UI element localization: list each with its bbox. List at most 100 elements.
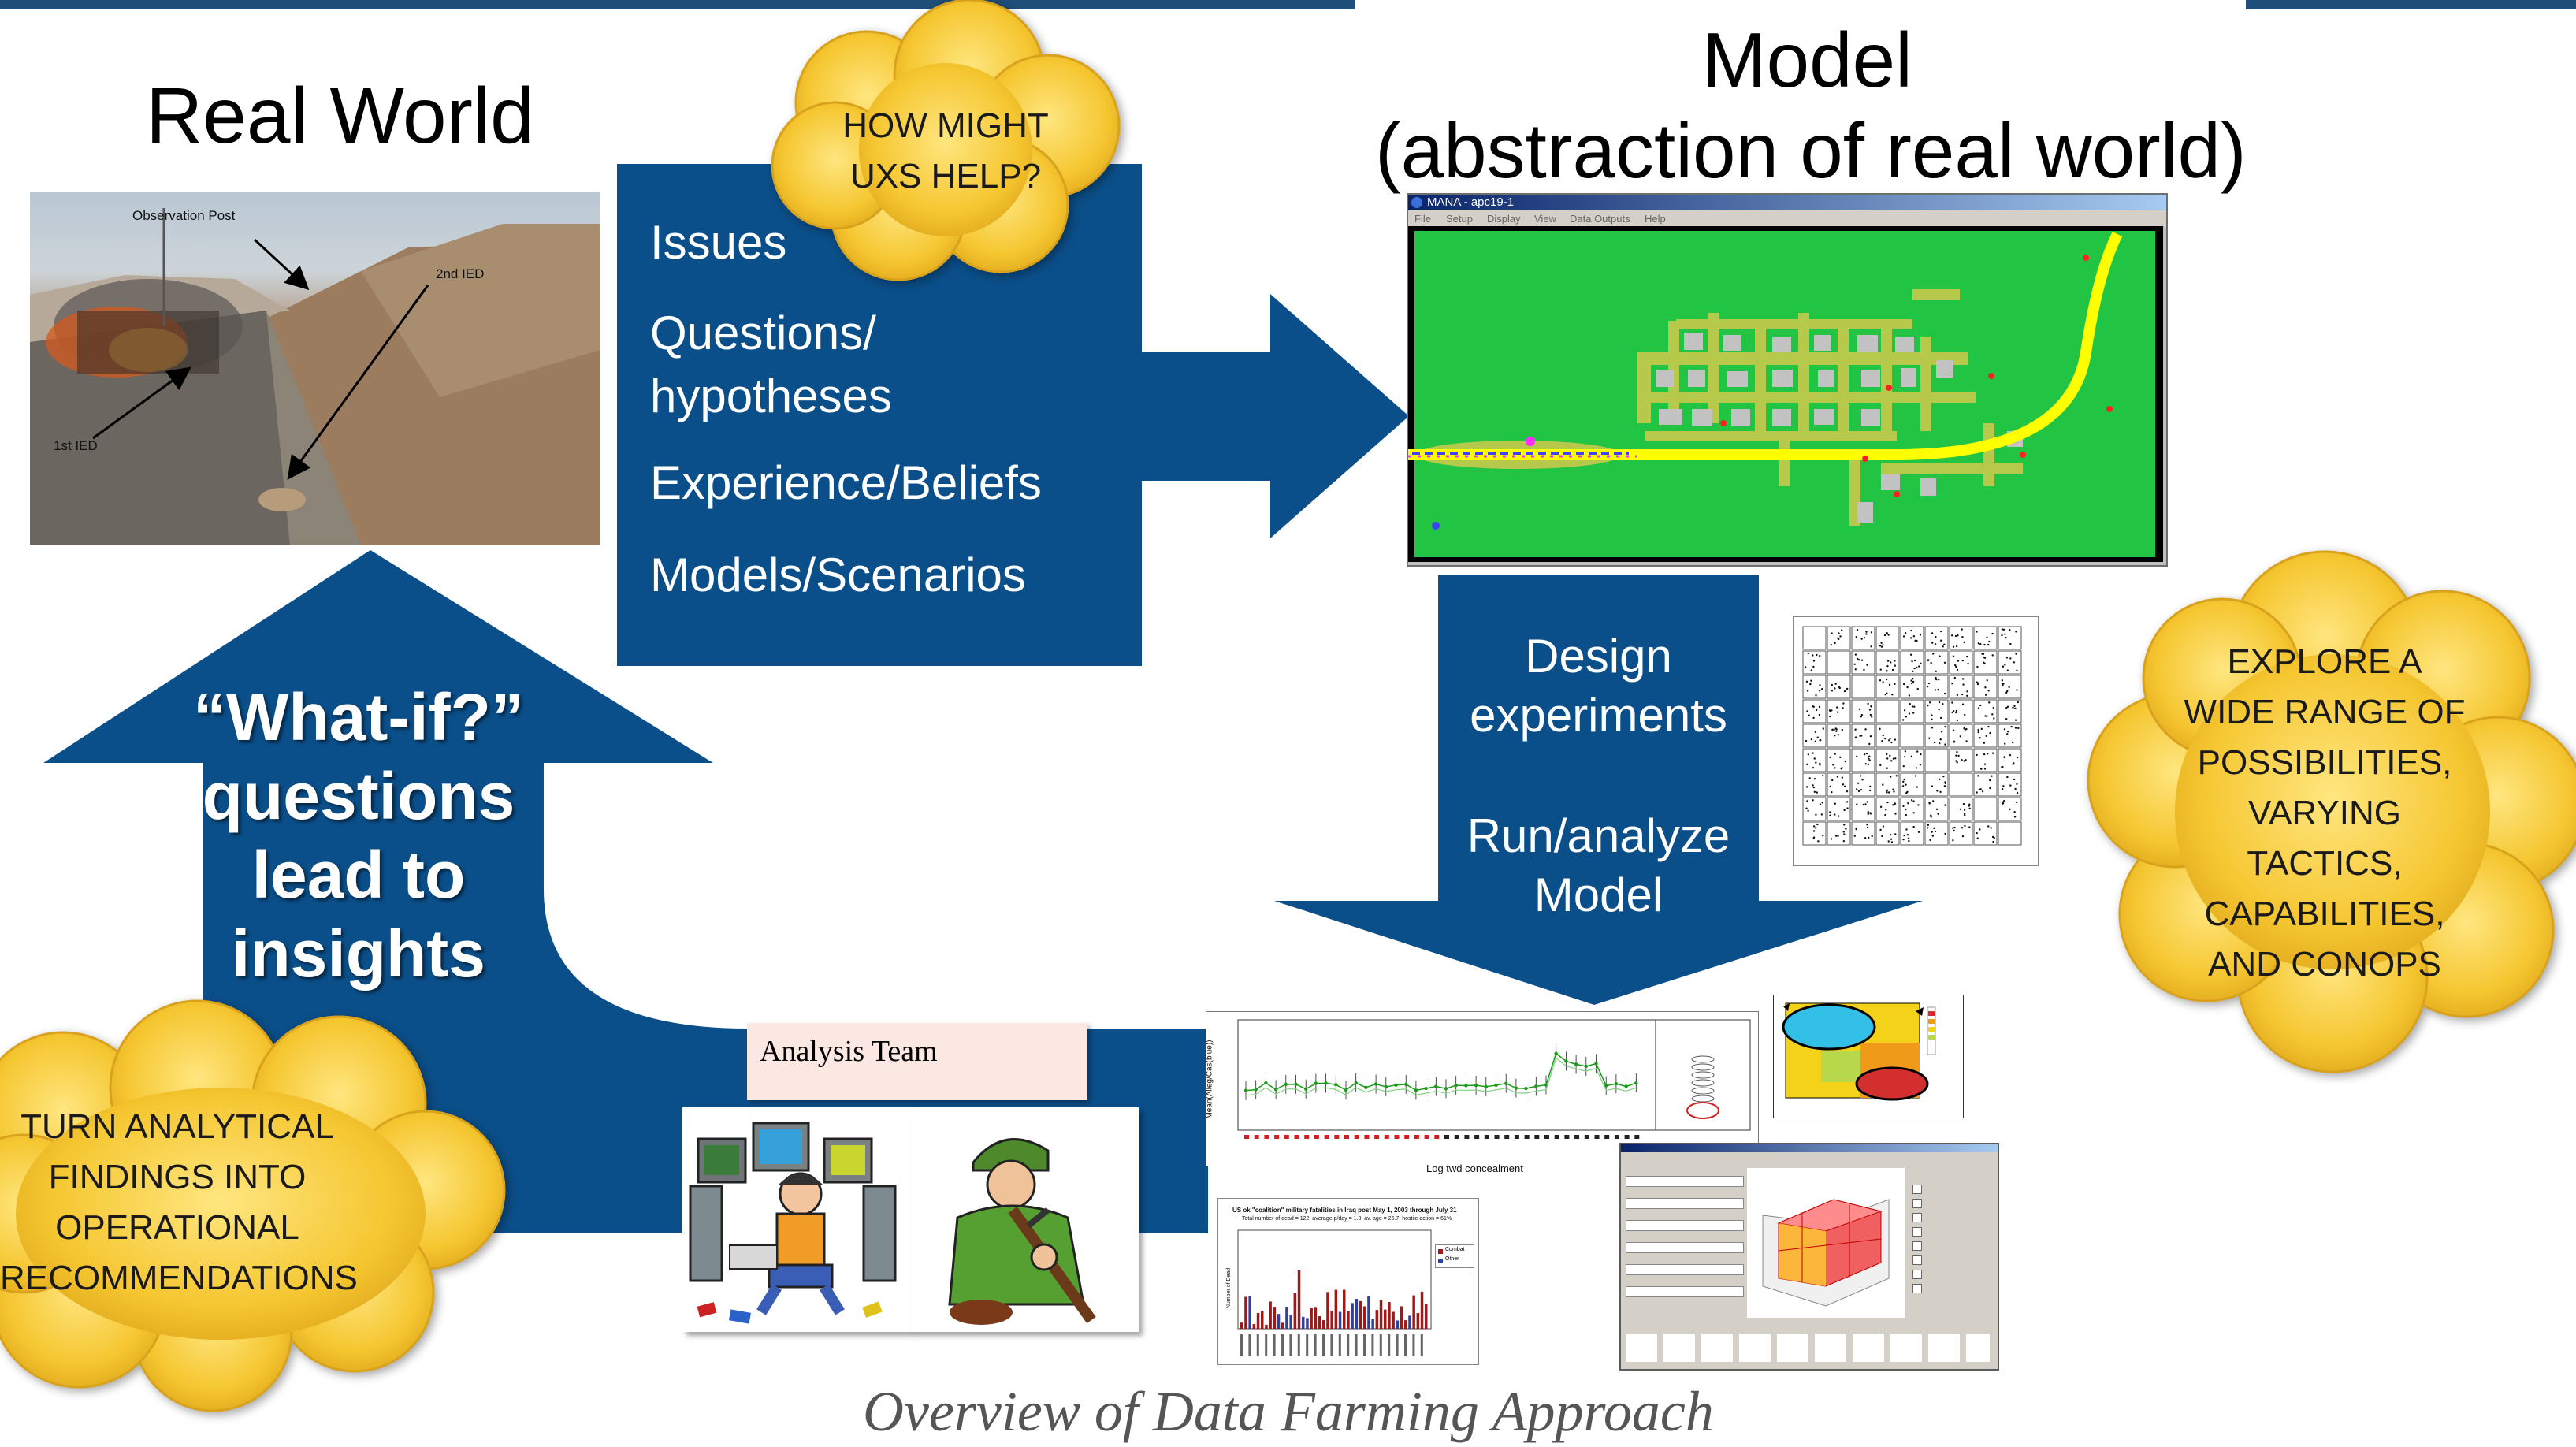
- doe-point: [1834, 813, 1836, 816]
- doe-point: [1968, 805, 1971, 807]
- doe-point: [1991, 835, 1994, 839]
- down-arrow: [1274, 575, 1923, 1005]
- doe-point: [1938, 708, 1940, 711]
- doe-point: [1890, 741, 1893, 744]
- checkbox[interactable]: [1912, 1213, 1922, 1222]
- bar: [1396, 1320, 1400, 1329]
- doe-point: [1836, 637, 1839, 639]
- doe-point: [1904, 750, 1907, 753]
- doe-point: [2004, 633, 2006, 636]
- doe-cell: [1827, 748, 1851, 772]
- control-field[interactable]: [1626, 1176, 1744, 1187]
- doe-cell: [1973, 675, 1998, 699]
- control-field[interactable]: [1626, 1264, 1744, 1275]
- doe-point: [1806, 710, 1808, 712]
- menu-setup[interactable]: Setup: [1446, 213, 1473, 225]
- doe-point: [1889, 833, 1892, 836]
- bar-chart-tick-label: [1297, 1334, 1300, 1356]
- checkbox[interactable]: [1912, 1199, 1922, 1208]
- checkbox[interactable]: [1912, 1284, 1922, 1293]
- bar: [1330, 1311, 1333, 1329]
- doe-point: [1835, 706, 1838, 709]
- doe-point: [1978, 788, 1981, 790]
- doe-point: [1894, 833, 1897, 835]
- doe-cell: [1973, 797, 1998, 821]
- doe-point: [1952, 645, 1955, 648]
- doe-point: [2009, 808, 2011, 811]
- checkbox[interactable]: [1912, 1185, 1922, 1194]
- doe-point: [2002, 683, 2004, 685]
- doe-point: [1893, 790, 1895, 793]
- doe-point: [1835, 730, 1838, 732]
- doe-point: [1857, 659, 1860, 661]
- doe-point: [1885, 809, 1887, 811]
- bar-chart-tick-label: [1338, 1334, 1341, 1356]
- doe-point: [1871, 835, 1873, 838]
- doe-cell: [1851, 699, 1875, 724]
- doe-point: [1916, 666, 1918, 669]
- doe-point: [1868, 789, 1872, 792]
- doe-point: [1834, 735, 1836, 737]
- checkbox[interactable]: [1912, 1255, 1922, 1265]
- doe-point: [1834, 835, 1838, 837]
- line-plot-tick-label: [1544, 1135, 1549, 1139]
- menu-display[interactable]: Display: [1487, 213, 1521, 225]
- doe-point: [1979, 704, 1982, 707]
- menu-help[interactable]: Help: [1645, 213, 1666, 225]
- doe-point: [1805, 786, 1808, 788]
- doe-point: [1965, 655, 1968, 658]
- mana-window: MANA - apc19-1 File Setup Display View D…: [1407, 193, 2168, 567]
- doe-point: [1956, 750, 1958, 753]
- menu-data-outputs[interactable]: Data Outputs: [1570, 213, 1630, 225]
- doe-point: [1956, 761, 1958, 764]
- analysis-team-label: Analysis Team: [760, 1035, 938, 1068]
- line-plot-glyph: [1691, 1063, 1715, 1071]
- doe-point: [1854, 728, 1857, 731]
- doe-point: [2004, 742, 2006, 745]
- line-plot-glyph: [1691, 1055, 1715, 1063]
- doe-cell: [1802, 724, 1827, 748]
- doe-point: [1807, 753, 1810, 756]
- photo-label-1st-ied: 1st IED: [54, 438, 98, 453]
- menu-file[interactable]: File: [1414, 213, 1431, 225]
- doe-point: [1868, 759, 1871, 761]
- doe-point: [1983, 643, 1986, 646]
- doe-point: [1984, 686, 1987, 689]
- bar-chart-tick-label: [1388, 1334, 1391, 1356]
- doe-point: [2009, 657, 2012, 660]
- bar: [1273, 1307, 1277, 1329]
- line-plot-tick-label: [1634, 1135, 1640, 1139]
- doe-point: [1812, 716, 1815, 720]
- doe-point: [1812, 799, 1814, 802]
- menu-view[interactable]: View: [1534, 213, 1556, 225]
- checkbox[interactable]: [1912, 1270, 1922, 1279]
- doe-point: [1911, 660, 1913, 663]
- legend-other-swatch: [1438, 1259, 1443, 1263]
- doe-point: [1816, 653, 1818, 657]
- doe-point: [2010, 725, 2013, 728]
- doe-point: [2014, 707, 2017, 710]
- control-field[interactable]: [1626, 1198, 1744, 1209]
- doe-point: [1928, 802, 1931, 805]
- doe-point: [2001, 634, 2003, 637]
- doe-point: [1953, 676, 1957, 679]
- line-plot-series-2: [1245, 1057, 1637, 1096]
- right-arrow-item-models: Models/Scenarios: [650, 549, 1026, 601]
- bar: [1379, 1300, 1383, 1329]
- doe-point: [1905, 808, 1907, 811]
- doe-point: [1821, 802, 1823, 804]
- doe-cell: [1973, 724, 1998, 748]
- doe-point: [1964, 728, 1967, 731]
- doe-point: [2002, 628, 2005, 631]
- control-field[interactable]: [1626, 1220, 1744, 1231]
- doe-point: [2006, 669, 2009, 671]
- doe-point: [1886, 660, 1890, 662]
- control-field[interactable]: [1626, 1242, 1744, 1253]
- doe-point: [1860, 788, 1862, 791]
- doe-point: [1902, 683, 1905, 686]
- doe-point: [1865, 752, 1868, 755]
- doe-point: [1890, 838, 1893, 840]
- control-field[interactable]: [1626, 1286, 1744, 1297]
- checkbox[interactable]: [1912, 1227, 1922, 1237]
- checkbox[interactable]: [1912, 1241, 1922, 1251]
